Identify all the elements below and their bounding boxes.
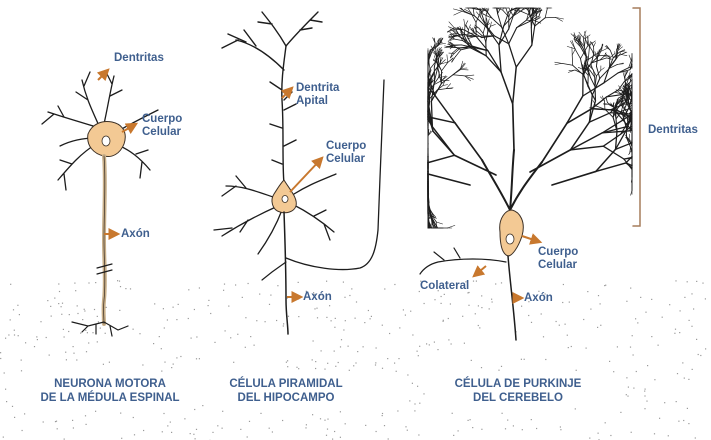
purkinje-cell-body-label-line2: Celular <box>538 259 578 272</box>
purkinje-dendritic-tree <box>428 8 632 228</box>
purkinje-cell-body <box>500 210 524 256</box>
pyramidal-neuron <box>214 12 384 334</box>
purkinje-cell-body-label-line1: Cuerpo <box>538 246 578 259</box>
caption-pyramidal-cell: CÉLULA PIRAMIDAL DEL HIPOCAMPO <box>206 377 366 405</box>
pyramidal-apical-label-line2: Apital <box>296 95 339 108</box>
motor-cell-body-label-line1: Cuerpo <box>142 113 182 126</box>
dendrites-bracket <box>633 8 640 226</box>
caption-pyramidal-line2: DEL HIPOCAMPO <box>206 391 366 405</box>
purkinje-axon-label: Axón <box>524 292 553 305</box>
motor-neuron-nucleus <box>102 136 110 146</box>
pyramidal-axon-label: Axón <box>303 291 332 304</box>
ground-speckles <box>0 280 706 440</box>
caption-motor-line1: NEURONA MOTORA <box>20 377 200 391</box>
purkinje-cell-body-label: Cuerpo Celular <box>538 246 578 272</box>
purkinje-collateral-label: Colateral <box>420 280 469 293</box>
purkinje-nucleus <box>506 234 514 244</box>
caption-motor-line2: DE LA MÉDULA ESPINAL <box>20 391 200 405</box>
pyramidal-apical-label: Dentrita Apital <box>296 82 339 108</box>
motor-cell-body-label-line2: Celular <box>142 126 182 139</box>
motor-axon-label: Axón <box>121 228 150 241</box>
purkinje-dendrites-label: Dentritas <box>648 124 698 137</box>
motor-cell-body-label: Cuerpo Celular <box>142 113 182 139</box>
motor-neuron <box>42 72 158 336</box>
pyramidal-cell-body-label-line2: Celular <box>326 153 366 166</box>
pyramidal-axon <box>284 212 288 334</box>
caption-purkinje-line2: DEL CEREBELO <box>428 391 608 405</box>
motor-dendrites-label: Dentritas <box>114 52 164 65</box>
pyramidal-basal-dendrites <box>214 174 336 254</box>
caption-purkinje-line1: CÉLULA DE PURKINJE <box>428 377 608 391</box>
caption-pyramidal-line1: CÉLULA PIRAMIDAL <box>206 377 366 391</box>
caption-motor-neuron: NEURONA MOTORA DE LA MÉDULA ESPINAL <box>20 377 200 405</box>
caption-purkinje-cell: CÉLULA DE PURKINJE DEL CEREBELO <box>428 377 608 405</box>
pyramidal-cell-body-label: Cuerpo Celular <box>326 140 366 166</box>
pyramidal-nucleus <box>282 196 288 203</box>
pyramidal-apical-label-line1: Dentrita <box>296 82 339 95</box>
purkinje-collateral <box>420 248 506 274</box>
pyramidal-cell-body-label-line1: Cuerpo <box>326 140 366 153</box>
